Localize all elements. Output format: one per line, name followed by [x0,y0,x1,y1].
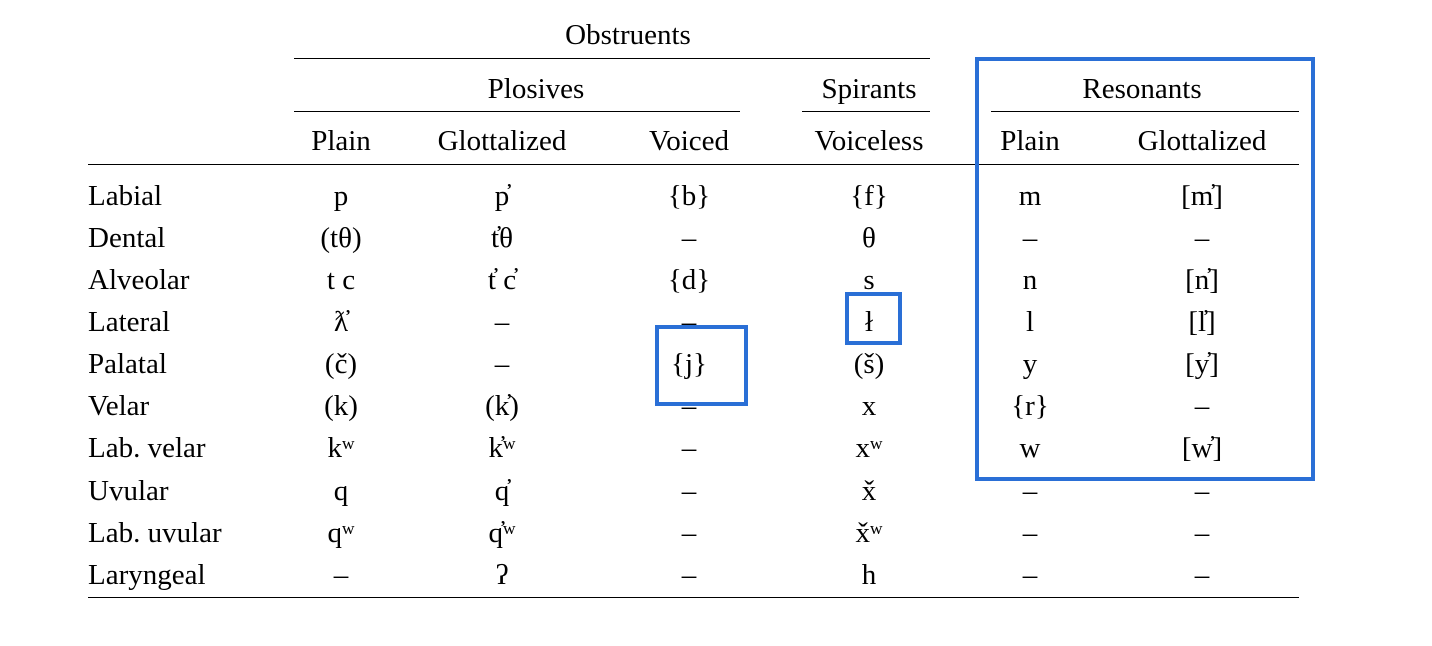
cell: y [1022,348,1038,380]
cell: x̌ʷ [855,517,883,549]
cell: – [1194,559,1210,591]
cell: t̓ c̓ [487,264,517,296]
cell: ł [864,306,874,338]
row-label-velar: Velar [88,390,150,422]
cell: {f} [850,180,888,212]
cell: – [494,348,510,380]
cell: – [681,306,697,338]
cell: q̓ [494,475,510,507]
cell: – [1022,222,1038,254]
cell: kʷ [327,432,355,464]
cell: – [681,432,697,464]
cell: [w̓] [1181,432,1223,464]
cell: – [1022,475,1038,507]
cell: xʷ [855,432,883,464]
row-label-dental: Dental [88,222,166,254]
cell: q̓ʷ [488,517,516,549]
row-label-laryngeal: Laryngeal [88,559,206,591]
cell: x̌ [861,475,877,507]
row-label-lateral: Lateral [88,306,171,338]
row-label-lab-uvular: Lab. uvular [88,517,222,549]
cell: – [1194,475,1210,507]
cell: [y̓] [1185,348,1219,380]
cell: – [681,222,697,254]
cell: {r} [1011,390,1049,422]
cell: (č) [324,348,358,380]
cell: (tθ) [320,222,362,254]
resonants-rule [991,111,1299,112]
cell: qʷ [327,517,355,549]
cell: h [861,559,877,591]
col-header-glottalized: Glottalized [437,125,567,157]
cell: (k̓) [485,390,519,422]
cell: p [333,180,349,212]
cell: – [1022,517,1038,549]
cell: – [1194,517,1210,549]
cell: ƛ̓ [333,306,349,338]
highlight-box-palatal-voiced [655,325,748,406]
highlight-box-resonants [975,57,1315,481]
cell: s [863,264,875,296]
row-label-uvular: Uvular [88,475,169,507]
cell: – [681,390,697,422]
header-plosives: Plosives [487,73,585,105]
row-label-alveolar: Alveolar [88,264,190,296]
cell: t c [326,264,356,296]
cell: ʔ [495,559,509,591]
cell: [l̓] [1188,306,1216,338]
cell: – [1194,390,1210,422]
row-label-palatal: Palatal [88,348,167,380]
cell: k̓ʷ [488,432,516,464]
col-header-plain: Plain [311,125,371,157]
cell: {d} [667,264,711,296]
obstruents-rule [294,58,930,59]
cell: x [861,390,877,422]
cell: – [1194,222,1210,254]
cell: m [1018,180,1042,212]
header-spirants: Spirants [821,73,917,105]
cell: t̓θ [491,222,513,254]
cell: w [1019,432,1041,464]
row-label-labial: Labial [88,180,163,212]
header-resonants: Resonants [1082,73,1202,105]
highlight-box-lateral-spirant [845,292,902,345]
row-label-lab-velar: Lab. velar [88,432,206,464]
cell: {b} [667,180,711,212]
header-obstruents: Obstruents [565,19,691,51]
cell: [m̓] [1181,180,1223,212]
cell: – [681,559,697,591]
cell: – [333,559,349,591]
cell: l [1025,306,1035,338]
col-header-voiceless: Voiceless [814,125,924,157]
cell: – [494,306,510,338]
cell: [n̓] [1185,264,1219,296]
cell: – [1022,559,1038,591]
cell: p̓ [494,180,510,212]
cell: θ [862,222,876,254]
col-header-resonant-plain: Plain [1000,125,1060,157]
cell: {j} [671,348,707,380]
col-header-resonant-glottalized: Glottalized [1137,125,1267,157]
col-header-voiced: Voiced [648,125,730,157]
cell: (š) [853,348,885,380]
cell: (k) [324,390,358,422]
spirants-rule [802,111,930,112]
header-bottom-rule [88,164,1299,165]
cell: n [1022,264,1038,296]
plosives-rule [294,111,740,112]
table-bottom-rule [88,597,1299,598]
cell: – [681,475,697,507]
cell: q [333,475,349,507]
cell: – [681,517,697,549]
